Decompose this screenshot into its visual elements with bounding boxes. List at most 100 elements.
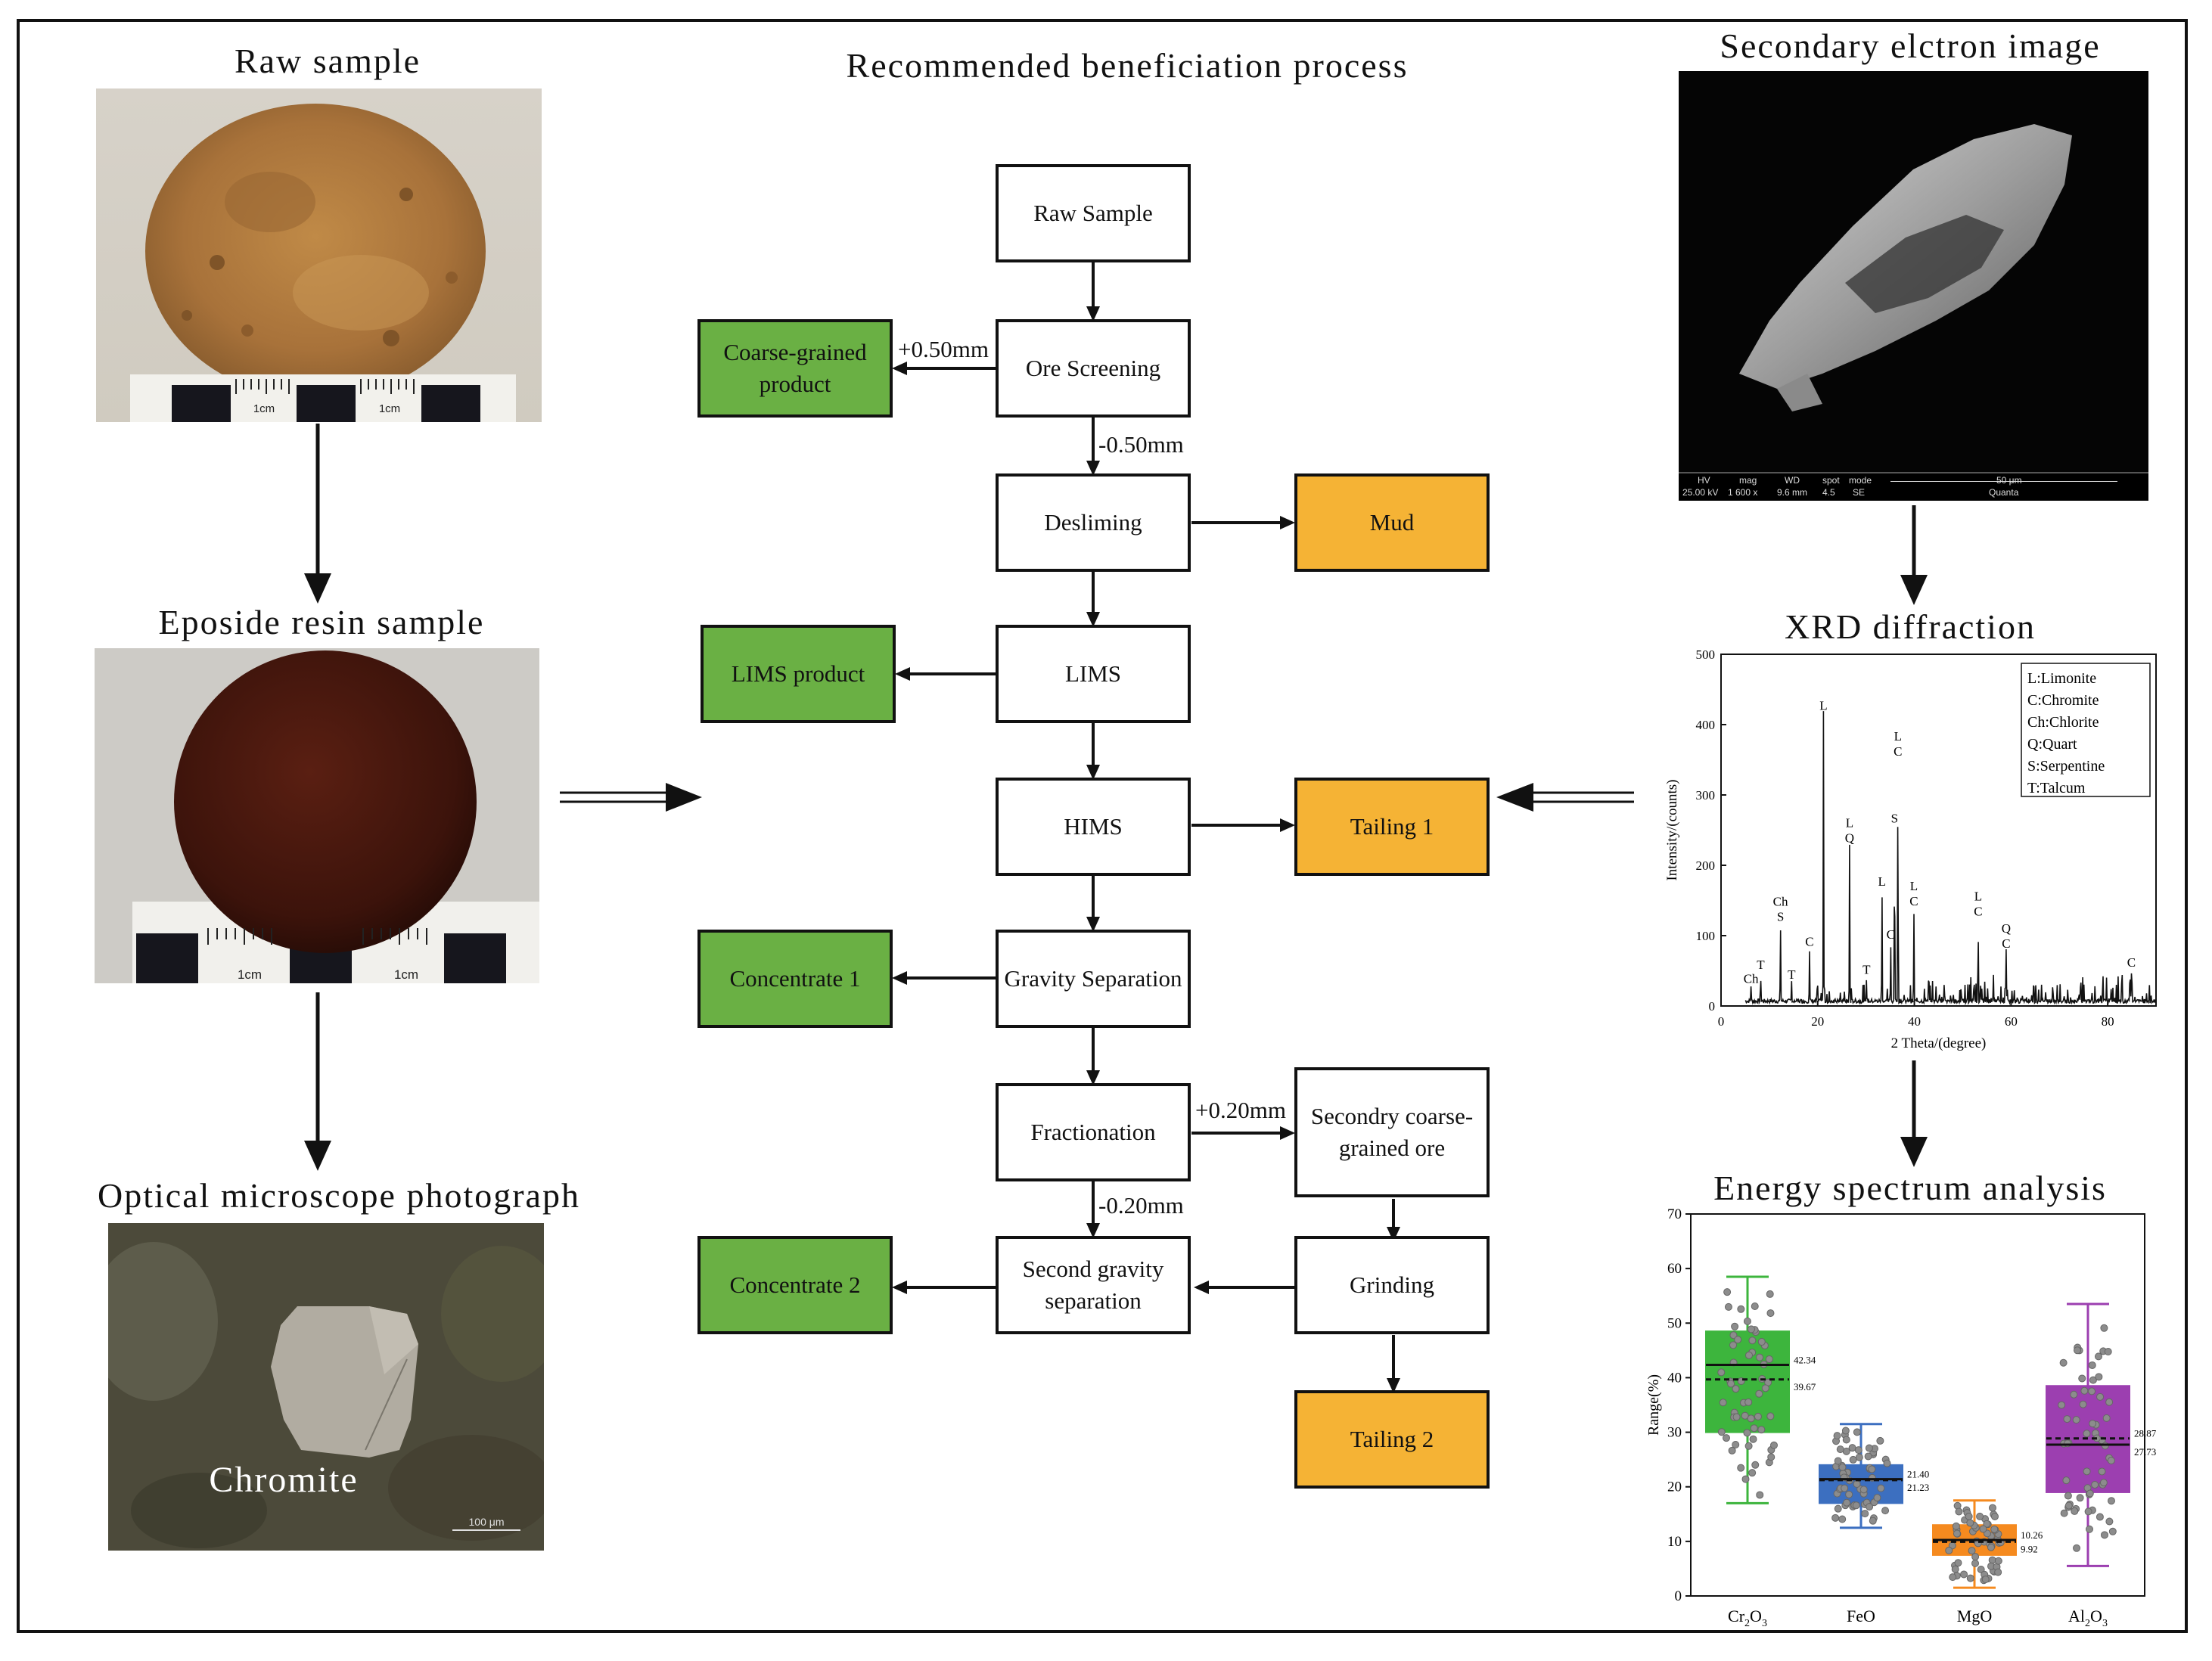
energy-ytick-label: 10	[1667, 1534, 1682, 1550]
energy-point	[1727, 1380, 1735, 1388]
xrd-xtick-label: 40	[1908, 1014, 1921, 1029]
xrd-ytick-label: 100	[1696, 929, 1716, 943]
sem-image: HV mag WD spot mode 25.00 kV 1 600 x 9.6…	[1679, 71, 2148, 501]
xrd-peak-label: T	[1862, 962, 1871, 976]
energy-category-label: FeO	[1847, 1607, 1875, 1625]
sem-info-bar: HV mag WD spot mode 25.00 kV 1 600 x 9.6…	[1682, 475, 2022, 498]
energy-point	[1744, 1351, 1753, 1359]
energy-point	[1756, 1491, 1764, 1499]
energy-point	[2095, 1373, 2103, 1381]
label-plus-050: +0.50mm	[898, 336, 989, 362]
energy-category-label: MgO	[1957, 1607, 1992, 1625]
xrd-peak-label: L	[1878, 874, 1886, 889]
energy-point	[1741, 1411, 1749, 1420]
xrd-peak-label: T	[1757, 958, 1765, 972]
flow-ore-screening: Ore Screening	[996, 319, 1191, 418]
energy-point	[1881, 1507, 1890, 1515]
xrd-peak-label: L	[1846, 816, 1853, 830]
energy-point	[1737, 1305, 1745, 1313]
energy-point	[2104, 1348, 2112, 1356]
flow-grinding: Grinding	[1294, 1236, 1490, 1334]
energy-point	[2101, 1442, 2109, 1450]
energy-point	[1766, 1412, 1775, 1420]
flow-mud: Mud	[1294, 473, 1490, 572]
energy-point	[1831, 1514, 1840, 1522]
energy-point	[1965, 1512, 1973, 1520]
energy-point	[1755, 1389, 1763, 1398]
energy-point	[1833, 1432, 1841, 1440]
energy-point	[1953, 1529, 1961, 1538]
energy-point	[1971, 1559, 1980, 1567]
xrd-peak-label: C	[1805, 934, 1813, 948]
xrd-ytick-label: 300	[1696, 788, 1716, 803]
energy-point	[2058, 1401, 2066, 1409]
energy-point	[1979, 1525, 1987, 1533]
label-minus-020: -0.20mm	[1098, 1192, 1184, 1219]
xrd-peak-label: S	[1891, 812, 1898, 826]
energy-point	[2083, 1430, 2091, 1438]
xrd-pattern-line	[1744, 711, 2157, 1006]
xrd-xtick-label: 60	[2005, 1014, 2018, 1029]
energy-point	[2086, 1525, 2094, 1533]
xrd-ytick-label: 200	[1696, 858, 1716, 873]
xrd-peak-label: S	[1777, 910, 1784, 924]
energy-point	[1719, 1399, 1727, 1407]
energy-point	[1744, 1398, 1753, 1406]
energy-point	[1836, 1445, 1844, 1454]
energy-point	[1769, 1441, 1778, 1449]
energy-point	[2088, 1361, 2096, 1369]
flow-lims-product: LIMS product	[701, 625, 896, 723]
energy-category-label: Cr2O3	[1728, 1607, 1767, 1629]
energy-point	[1859, 1486, 1868, 1494]
energy-point	[1853, 1428, 1861, 1436]
raw-sample-photo: 1cm 1cm	[96, 88, 542, 422]
energy-point	[1981, 1576, 1990, 1584]
figure-frame	[17, 19, 2188, 1633]
energy-point	[1747, 1325, 1755, 1333]
energy-point	[1994, 1557, 2002, 1565]
energy-point	[2060, 1509, 2068, 1517]
energy-point	[2102, 1414, 2111, 1422]
resin-title: Eposide resin sample	[158, 603, 485, 641]
flow-coarse-product: Coarse-grained product	[697, 319, 893, 418]
energy-point	[1744, 1442, 1753, 1450]
xrd-peak-label: T	[1788, 967, 1796, 982]
ruler-label-1: 1cm	[253, 402, 275, 415]
xrd-legend-item: Ch:Chlorite	[2027, 714, 2099, 731]
energy-point	[1868, 1465, 1876, 1473]
energy-point	[1883, 1459, 1891, 1467]
energy-point	[1853, 1479, 1861, 1488]
energy-point	[1968, 1547, 1976, 1555]
flow-tailing-1: Tailing 1	[1294, 778, 1490, 876]
energy-point	[1723, 1288, 1732, 1296]
energy-point	[2064, 1501, 2073, 1510]
energy-point	[1729, 1331, 1738, 1340]
energy-point	[1722, 1434, 1730, 1442]
energy-point	[1766, 1290, 1774, 1298]
energy-point	[2071, 1507, 2079, 1515]
energy-point	[2064, 1492, 2072, 1500]
xrd-xtick-label: 80	[2102, 1014, 2114, 1029]
xrd-peak-label: Ch	[1773, 895, 1788, 909]
energy-value-label: 39.67	[1794, 1381, 1816, 1392]
xrd-xtick-label: 20	[1811, 1014, 1824, 1029]
energy-point	[2105, 1517, 2114, 1526]
xrd-ytick-label: 400	[1696, 718, 1716, 732]
flow-concentrate-1: Concentrate 1	[697, 930, 893, 1028]
energy-point	[2070, 1390, 2078, 1399]
xrd-xlabel: 2 Theta/(degree)	[1891, 1035, 1987, 1051]
xrd-peak-label: C	[2002, 936, 2010, 951]
energy-value-label: 10.26	[2021, 1529, 2043, 1541]
energy-point	[1743, 1317, 1751, 1325]
energy-point	[1841, 1427, 1850, 1435]
flow-tailing-2: Tailing 2	[1294, 1390, 1490, 1489]
energy-point	[1966, 1519, 1974, 1527]
energy-point	[1951, 1565, 1959, 1573]
scale-bar-label: 100 μm	[469, 1516, 505, 1528]
energy-value-label: 28.87	[2134, 1428, 2157, 1439]
energy-point	[2096, 1392, 2105, 1401]
xrd-peak-label: L	[1894, 729, 1902, 744]
energy-point	[1854, 1446, 1862, 1455]
energy-point	[1960, 1570, 1968, 1579]
optical-title: Optical microscope photograph	[98, 1176, 580, 1215]
